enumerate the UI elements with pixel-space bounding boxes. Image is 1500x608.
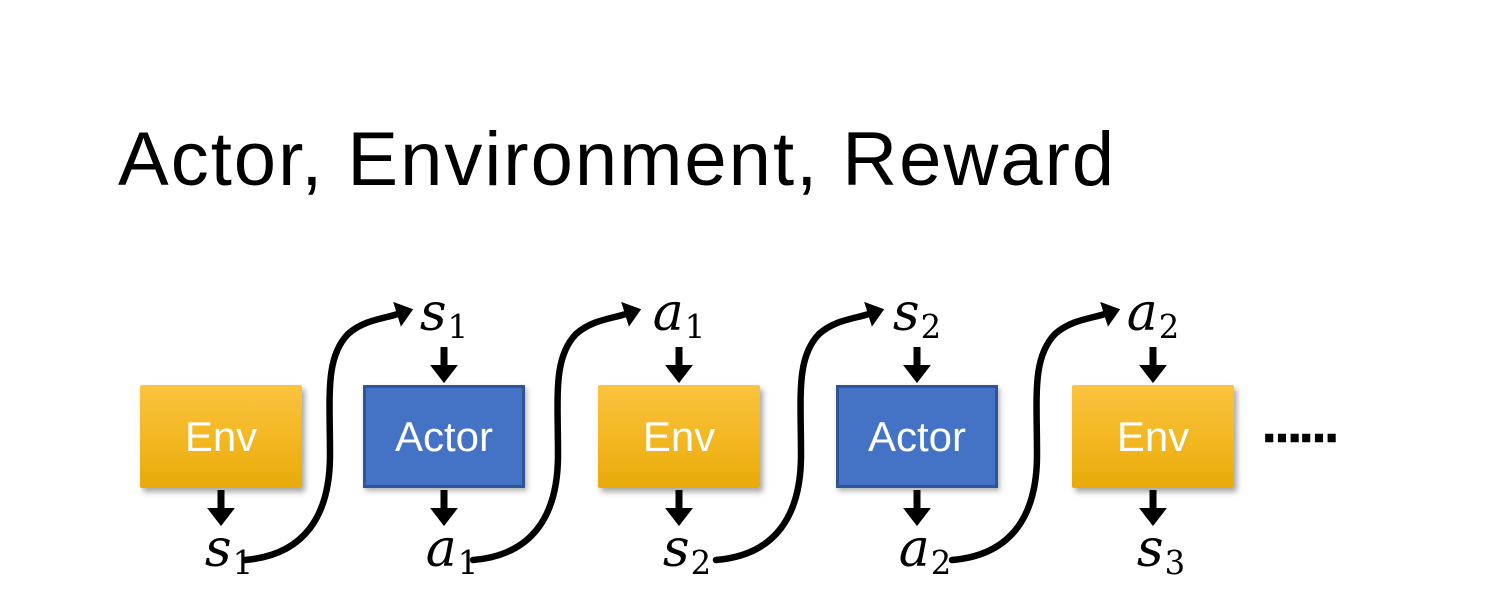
top-label-a2-sub: 2 bbox=[1158, 308, 1180, 347]
bottom-label-a1-sub: 1 bbox=[457, 544, 479, 583]
top-label-s2: s2 bbox=[893, 287, 941, 343]
ellipsis-dots: …… bbox=[1261, 406, 1341, 450]
actor-box-2: Actor bbox=[836, 385, 998, 488]
slide-title: Actor, Environment, Reward bbox=[118, 117, 1117, 202]
bottom-label-s1: s1 bbox=[205, 523, 253, 579]
curved-arrow-4 bbox=[948, 301, 1121, 564]
top-label-s1-sub: 1 bbox=[447, 308, 469, 347]
bottom-label-s2-base: s bbox=[662, 519, 690, 579]
bottom-label-a1: a1 bbox=[426, 523, 479, 579]
bottom-label-a1-base: a bbox=[425, 519, 457, 579]
env-box-2-label: Env bbox=[642, 412, 716, 460]
env-box-1: Env bbox=[140, 385, 302, 488]
env-box-1-label: Env bbox=[184, 412, 258, 460]
top-label-a1-base: a bbox=[652, 283, 684, 343]
top-label-a2: a2 bbox=[1127, 287, 1180, 343]
bottom-label-a2: a2 bbox=[899, 523, 952, 579]
env-box-3: Env bbox=[1072, 385, 1234, 488]
top-label-s1-base: s bbox=[419, 283, 447, 343]
top-label-s1: s1 bbox=[420, 287, 468, 343]
top-label-a2-base: a bbox=[1126, 283, 1158, 343]
top-label-s2-sub: 2 bbox=[920, 308, 942, 347]
top-label-a1-sub: 1 bbox=[684, 308, 706, 347]
bottom-label-s2: s2 bbox=[663, 523, 711, 579]
top-label-a1: a1 bbox=[653, 287, 706, 343]
env-box-2: Env bbox=[598, 385, 760, 488]
top-label-s2-base: s bbox=[892, 283, 920, 343]
bottom-label-a2-sub: 2 bbox=[930, 544, 952, 583]
env-box-3-label: Env bbox=[1116, 412, 1190, 460]
bottom-label-a2-base: a bbox=[898, 519, 930, 579]
curved-arrow-2 bbox=[469, 301, 642, 564]
curved-arrow-3 bbox=[712, 301, 885, 564]
bottom-label-s1-sub: 1 bbox=[232, 544, 254, 583]
bottom-label-s3-base: s bbox=[1136, 519, 1164, 579]
actor-box-2-label: Actor bbox=[867, 412, 967, 460]
bottom-label-s2-sub: 2 bbox=[690, 544, 712, 583]
bottom-label-s3: s3 bbox=[1137, 523, 1185, 579]
actor-box-1: Actor bbox=[363, 385, 525, 488]
curved-arrow-1 bbox=[241, 301, 414, 564]
bottom-label-s1-base: s bbox=[204, 519, 232, 579]
actor-box-1-label: Actor bbox=[394, 412, 494, 460]
bottom-label-s3-sub: 3 bbox=[1164, 544, 1186, 583]
